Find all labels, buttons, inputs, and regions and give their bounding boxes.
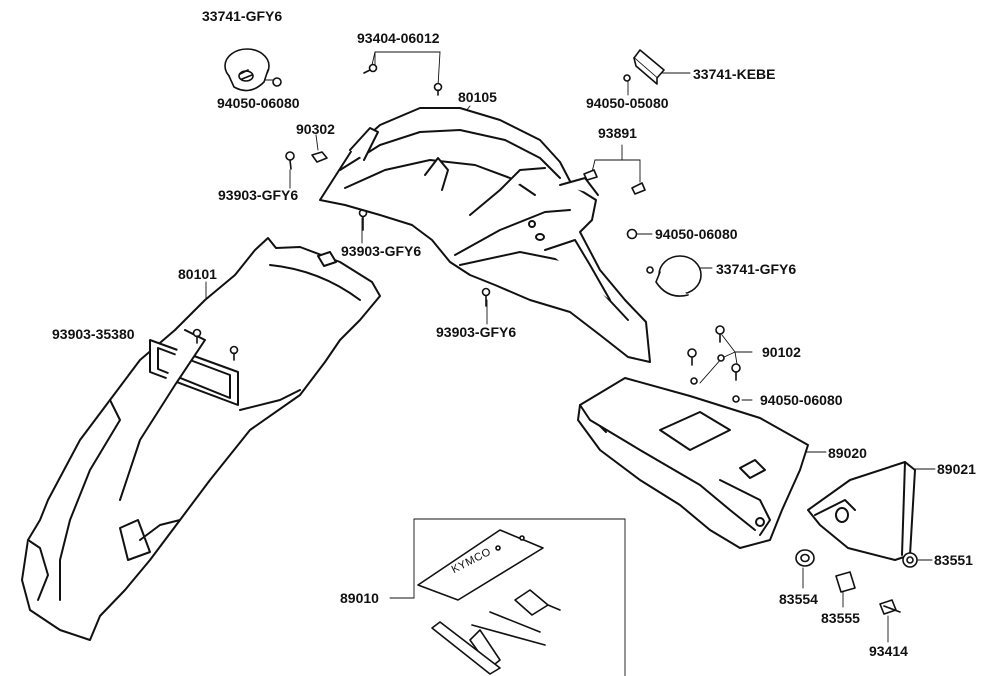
reflector-33741-kebe [633, 49, 665, 85]
reflector-33741-gfy6-right [646, 255, 702, 297]
grommet-83554 [795, 549, 815, 567]
screw-93404-b [433, 82, 443, 96]
label-89021: 89021 [937, 461, 976, 477]
tool-tray-89020 [577, 377, 809, 549]
label-83551: 83551 [934, 552, 973, 568]
label-94050-06080-low: 94050-06080 [760, 392, 843, 408]
screw-93903-a [285, 151, 295, 170]
clip-90302 [311, 151, 328, 163]
rear-fender-bracket-80105 [319, 107, 651, 363]
side-plate-89021 [807, 461, 916, 561]
nut-83551 [902, 552, 918, 568]
label-94050-06080-mid: 94050-06080 [655, 226, 738, 242]
tool-kit-89010 [417, 529, 561, 675]
screw-93903-c [481, 287, 491, 307]
label-93903-gfy6-b: 93903-GFY6 [341, 243, 422, 259]
label-89020: 89020 [828, 445, 867, 461]
screw-93891-b [631, 182, 646, 195]
nut-94050-06080-top [272, 77, 282, 87]
reflector-33741-gfy6-top [224, 48, 270, 92]
rear-fender-80101 [21, 237, 381, 641]
screw-93891-a [583, 169, 598, 181]
label-90102: 90102 [762, 344, 801, 360]
bolts-90102 [687, 325, 741, 403]
label-83555: 83555 [821, 610, 860, 626]
screw-93903-35380-b [229, 345, 239, 361]
label-80105: 80105 [458, 89, 497, 105]
label-94050-06080-top: 94050-06080 [217, 95, 300, 111]
label-33741-gfy6-top: 33741-GFY6 [202, 8, 283, 24]
screw-93404-a [363, 63, 378, 74]
bolt-93414 [879, 599, 901, 615]
label-89010: 89010 [340, 590, 379, 606]
collar-83555 [835, 571, 856, 593]
label-93414: 93414 [869, 643, 908, 659]
label-33741-gfy6-right: 33741-GFY6 [716, 261, 797, 277]
nut-94050-05080 [623, 74, 631, 82]
label-93903-gfy6-a: 93903-GFY6 [218, 187, 299, 203]
label-93891: 93891 [598, 125, 637, 141]
label-33741-kebe: 33741-KEBE [693, 66, 776, 82]
label-93404-06012: 93404-06012 [357, 30, 440, 46]
label-83554: 83554 [779, 591, 818, 607]
label-94050-05080: 94050-05080 [586, 95, 669, 111]
label-93903-35380: 93903-35380 [52, 326, 135, 342]
screw-93903-b [358, 208, 368, 231]
label-90302: 90302 [296, 121, 335, 137]
screw-93903-35380-a [192, 328, 202, 344]
nut-94050-06080-mid [626, 228, 638, 240]
label-93903-gfy6-c: 93903-GFY6 [436, 324, 517, 340]
label-80101: 80101 [178, 266, 217, 282]
